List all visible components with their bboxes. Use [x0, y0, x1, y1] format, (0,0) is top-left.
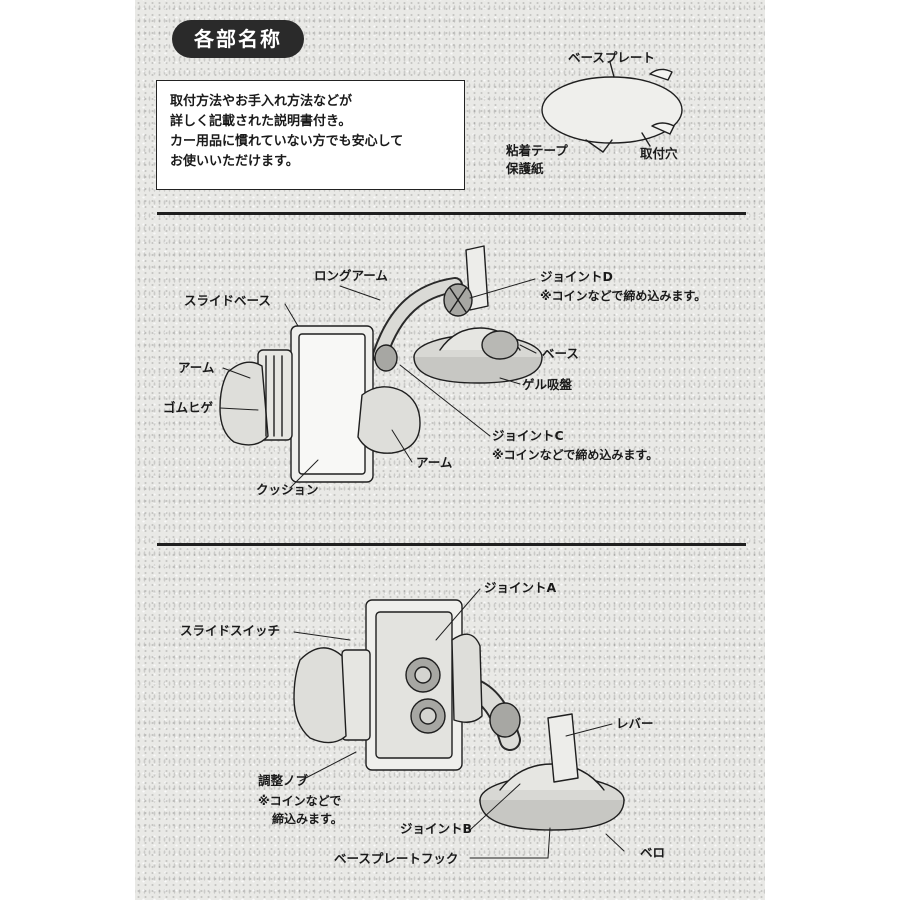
- diagram2-leaders: [219, 278, 537, 489]
- label-base-plate: ベースプレート: [568, 50, 655, 65]
- label-base-plate-hook: ベースプレートフック: [334, 851, 459, 866]
- label-long-arm: ロングアーム: [314, 268, 388, 283]
- section-title: 各部名称: [172, 20, 304, 58]
- label-protective-paper: 保護紙: [506, 161, 544, 176]
- description-text: 取付方法やお手入れ方法などが 詳しく記載された説明書付き。 カー用品に慣れていな…: [170, 94, 404, 169]
- section-divider-2: [157, 543, 746, 546]
- note-joint-d: ※コインなどで締め込みます。: [540, 289, 707, 303]
- label-adhesive-tape: 粘着テープ: [506, 143, 568, 158]
- label-cushion: クッション: [256, 482, 319, 497]
- label-rubber-whisker: ゴムヒゲ: [163, 400, 214, 415]
- label-lever: レバー: [616, 716, 654, 731]
- base-plate-illustration: [541, 61, 683, 153]
- label-arm-left: アーム: [178, 360, 215, 375]
- label-slide-switch: スライドスイッチ: [180, 623, 281, 638]
- holder-illustration-front: [219, 245, 543, 483]
- label-joint-c: ジョイントC: [492, 428, 564, 443]
- label-joint-a: ジョイントA: [484, 580, 557, 595]
- label-base: ベース: [542, 346, 579, 361]
- diagram3-leaders: [293, 588, 625, 859]
- note-joint-c: ※コインなどで締め込みます。: [492, 448, 659, 462]
- note-adjust-knob-2: 締込みます。: [272, 812, 343, 826]
- note-adjust-knob-1: ※コインなどで: [258, 794, 342, 808]
- label-joint-b: ジョイントB: [400, 821, 473, 836]
- label-gel-suction: ゲル吸盤: [522, 377, 573, 392]
- label-arm-right: アーム: [416, 455, 453, 470]
- label-adjust-knob: 調整ノブ: [258, 773, 309, 788]
- label-joint-d: ジョイントD: [540, 269, 613, 284]
- label-slide-base: スライドベース: [184, 293, 271, 308]
- description-box: 取付方法やお手入れ方法などが 詳しく記載された説明書付き。 カー用品に慣れていな…: [156, 80, 465, 190]
- label-mount-hole: 取付穴: [640, 146, 678, 161]
- label-tab: ベロ: [640, 845, 666, 860]
- holder-illustration-rear: [293, 599, 625, 831]
- section-divider-1: [157, 212, 746, 215]
